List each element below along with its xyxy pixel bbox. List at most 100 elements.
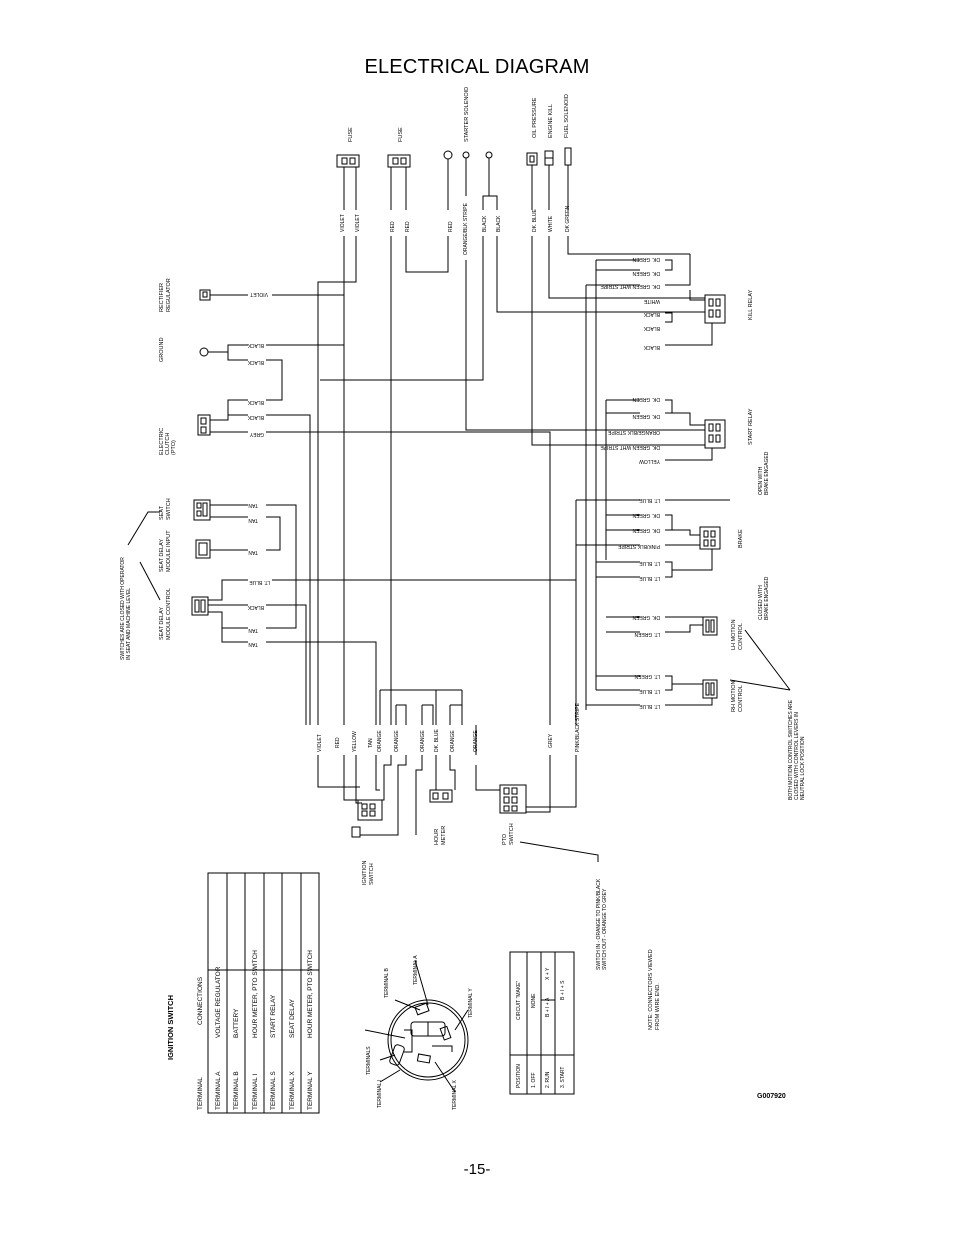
ignition-row-4-terminal: TERMINAL S bbox=[270, 1071, 277, 1110]
rectifier-label: RECTIFIERREGULATOR bbox=[159, 278, 172, 312]
ignition-row-2-connection: BATTERY bbox=[233, 1008, 240, 1038]
wire-start-dkgreen-1: DK. GREEN bbox=[632, 396, 660, 402]
wire-seat-delay-tan: TAN bbox=[248, 549, 258, 555]
seat-delay-input-label: SEAT DELAYMODULE INPUT bbox=[159, 530, 172, 572]
seat-delay-control-connector bbox=[191, 596, 209, 616]
hour-meter-connector bbox=[429, 789, 453, 803]
ignition-row-3-terminal: TERMINAL I bbox=[252, 1074, 259, 1110]
rectifier-connector bbox=[199, 289, 211, 301]
brake-closed-label: CLOSED WITHBRAKE ENGAGED bbox=[758, 576, 770, 620]
seat-switch-wires bbox=[210, 504, 297, 629]
ignition-row-1-connection: VOLTAGE REGULATOR bbox=[215, 966, 222, 1038]
wire-bot-yellow: YELLOW bbox=[352, 731, 358, 752]
switch-note: SWITCHES ARE CLOSED WITH OPERATORIN SEAT… bbox=[120, 557, 132, 660]
wire-kill-dkgreen-2: DK. GREEN bbox=[632, 270, 660, 276]
terminal-i-label: TERMINAL I bbox=[377, 1080, 383, 1108]
brake-open-label: OPEN WITHBRAKE ENGAGED bbox=[758, 451, 770, 495]
engine-kill-label: ENGINE KILL bbox=[548, 104, 554, 138]
clutch-label: ELECTRICCLUTCH(PTO) bbox=[159, 428, 177, 455]
wire-rh-ltblue-1: LT. BLUE bbox=[639, 688, 660, 694]
wire-label-dk-blue: DK. BLUE bbox=[532, 209, 538, 232]
wire-start-orange-blk: ORANGE/BLK STRIPE bbox=[607, 429, 660, 435]
bottom-wires bbox=[317, 689, 577, 836]
seat-delay-input-connector bbox=[195, 539, 211, 559]
ignition-table-heading: IGNITION SWITCH bbox=[166, 995, 175, 1060]
fuse-2-connector bbox=[387, 154, 411, 168]
ignition-row-6-terminal: TERMINAL Y bbox=[307, 1071, 314, 1110]
figure-id: G007920 bbox=[757, 1093, 786, 1100]
page-number: -15- bbox=[463, 1161, 491, 1178]
wire-lh-ltgreen: LT. GREEN bbox=[634, 631, 660, 637]
fuse-1-connector bbox=[336, 154, 360, 168]
motion-note: BOTH MOTION CONTROL SWITCHES ARECLOSED W… bbox=[788, 699, 806, 800]
switch-note-leader bbox=[127, 511, 161, 601]
ground-icon bbox=[199, 347, 220, 357]
ignition-row-2-terminal: TERMINAL B bbox=[233, 1071, 240, 1110]
pto-note-leader bbox=[519, 841, 599, 862]
wire-bot-orange-2: ORANGE bbox=[394, 730, 400, 752]
wire-kill-black-3: BLACK bbox=[643, 344, 660, 350]
terminal-a-label: TERMINAL A bbox=[413, 955, 419, 985]
wire-gnd-black-1: BLACK bbox=[247, 342, 264, 348]
wire-brake-dkgreen-1: DK. GREEN bbox=[632, 512, 660, 518]
ignition-col-connections: CONNECTIONS bbox=[197, 976, 204, 1025]
motion-wires bbox=[586, 616, 713, 706]
pto-switch-connector bbox=[499, 784, 527, 814]
kill-relay bbox=[704, 294, 726, 324]
wire-seat-tan-2: TAN bbox=[248, 517, 258, 523]
fuse-1-label: FUSE bbox=[348, 127, 354, 142]
ring-terminal-2-icon bbox=[462, 151, 470, 168]
ring-terminal-1-icon bbox=[443, 150, 453, 168]
hour-meter-label: HOURMETER bbox=[434, 826, 447, 845]
circuit-row-2: B + I + A bbox=[545, 997, 551, 1017]
wire-label-violet-1: VIOLET bbox=[340, 214, 346, 232]
wire-kill-black-2: BLACK bbox=[643, 325, 660, 331]
wire-kill-black-1: BLACK bbox=[643, 311, 660, 317]
seat-delay-control-wires bbox=[208, 579, 576, 725]
wire-label-violet-2: VIOLET bbox=[355, 214, 361, 232]
starter-solenoid-label: STARTER SOLENOID bbox=[464, 87, 470, 142]
circuit-col-header: CIRCUIT "MAKE" bbox=[516, 980, 522, 1020]
wire-label-dk-green: DK GREEN bbox=[565, 205, 571, 232]
ignition-row-6-connection: HOUR METER, PTO SWITCH bbox=[307, 950, 314, 1038]
wire-brake-pink-blk: PINK/BLK STRIPE bbox=[617, 543, 660, 549]
terminal-s-label: TERMINALS bbox=[366, 1046, 372, 1075]
position-row-2: 2. RUN bbox=[545, 1071, 551, 1088]
ignition-row-5-terminal: TERMINAL X bbox=[289, 1071, 296, 1110]
wire-label-black-1: BLACK bbox=[482, 215, 488, 232]
wire-label-white: WHITE bbox=[548, 215, 554, 232]
position-row-3: 3. START bbox=[560, 1067, 566, 1089]
wire-bot-red: RED bbox=[335, 737, 341, 748]
kill-relay-wires bbox=[585, 254, 713, 710]
wire-kill-white: WHITE bbox=[643, 298, 660, 304]
clutch-connector bbox=[197, 414, 211, 436]
terminal-x-label: TERMINAL X bbox=[452, 1080, 458, 1110]
wire-brake-ltblue-2: LT. BLUE bbox=[639, 560, 660, 566]
ground-wires bbox=[220, 344, 344, 401]
wire-bot-orange-1: ORANGE bbox=[377, 730, 383, 752]
start-relay-label: START RELAY bbox=[748, 408, 754, 445]
fuel-solenoid-connector bbox=[564, 147, 572, 166]
ignition-row-1-terminal: TERMINAL A bbox=[215, 1071, 222, 1110]
wire-label-red-1: RED bbox=[390, 221, 396, 232]
terminal-b-label: TERMINAL B bbox=[384, 968, 390, 998]
position-row-1: 1. OFF bbox=[531, 1072, 537, 1088]
wire-kill-dkgreen-1: DK. GREEN bbox=[632, 256, 660, 262]
position-col-header: POSITION bbox=[516, 1064, 522, 1088]
fuse-2-label: FUSE bbox=[398, 127, 404, 142]
wire-bot-pink-black: PINK/BLACK STRIPE bbox=[575, 702, 581, 752]
ground-label: GROUND bbox=[159, 338, 165, 362]
wire-clutch-black-2: BLACK bbox=[247, 414, 264, 420]
wire-bot-orange-3: ORANGE bbox=[420, 730, 426, 752]
oil-pressure-label: OIL PRESSURE bbox=[532, 97, 538, 138]
kill-relay-label: KILL RELAY bbox=[748, 289, 754, 320]
wire-sdc-black: BLACK bbox=[247, 604, 264, 610]
wire-clutch-black-1: BLACK bbox=[247, 399, 264, 405]
wire-start-dkgreen-wht: DK. GREEN WHT STRIPE bbox=[600, 444, 660, 450]
wire-rh-ltblue-2: LT. BLUE bbox=[639, 703, 660, 709]
wire-seat-tan-1: TAN bbox=[248, 502, 258, 508]
terminal-y-label: TERMINAL Y bbox=[468, 988, 474, 1018]
ignition-connector bbox=[351, 799, 383, 838]
wire-bot-dkblue: DK. BLUE bbox=[434, 729, 440, 752]
brake-wires bbox=[575, 499, 730, 725]
